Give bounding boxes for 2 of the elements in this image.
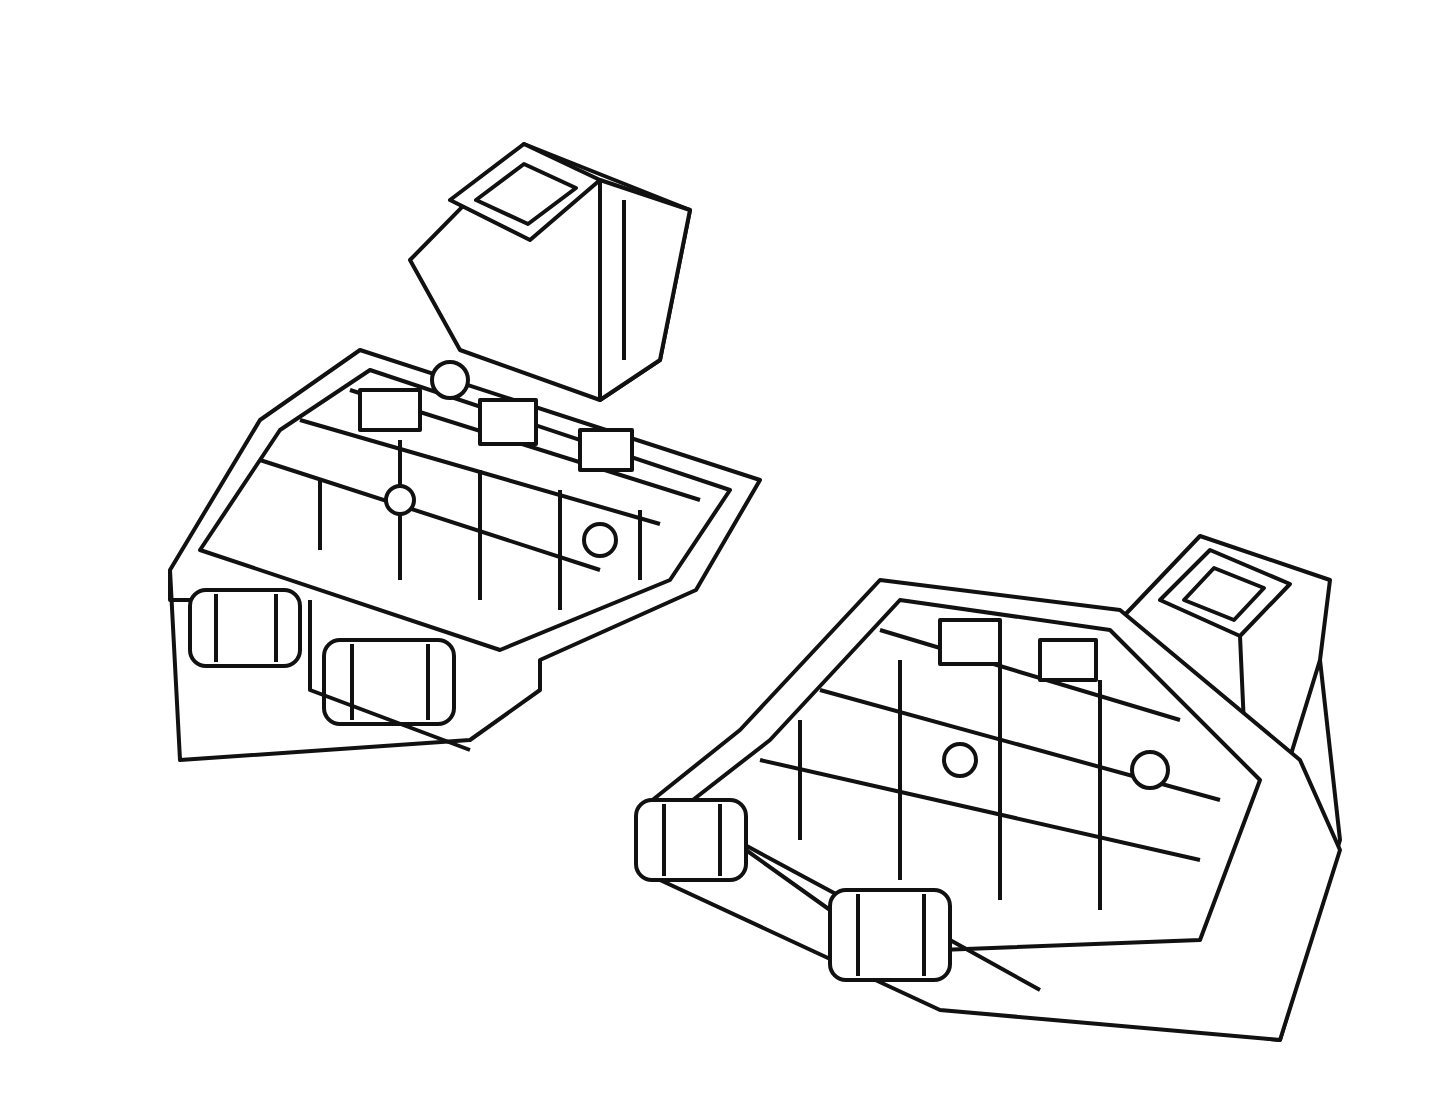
roller-assembly-drawing [634, 534, 1342, 1042]
roller-assembly-drawing [168, 142, 762, 762]
